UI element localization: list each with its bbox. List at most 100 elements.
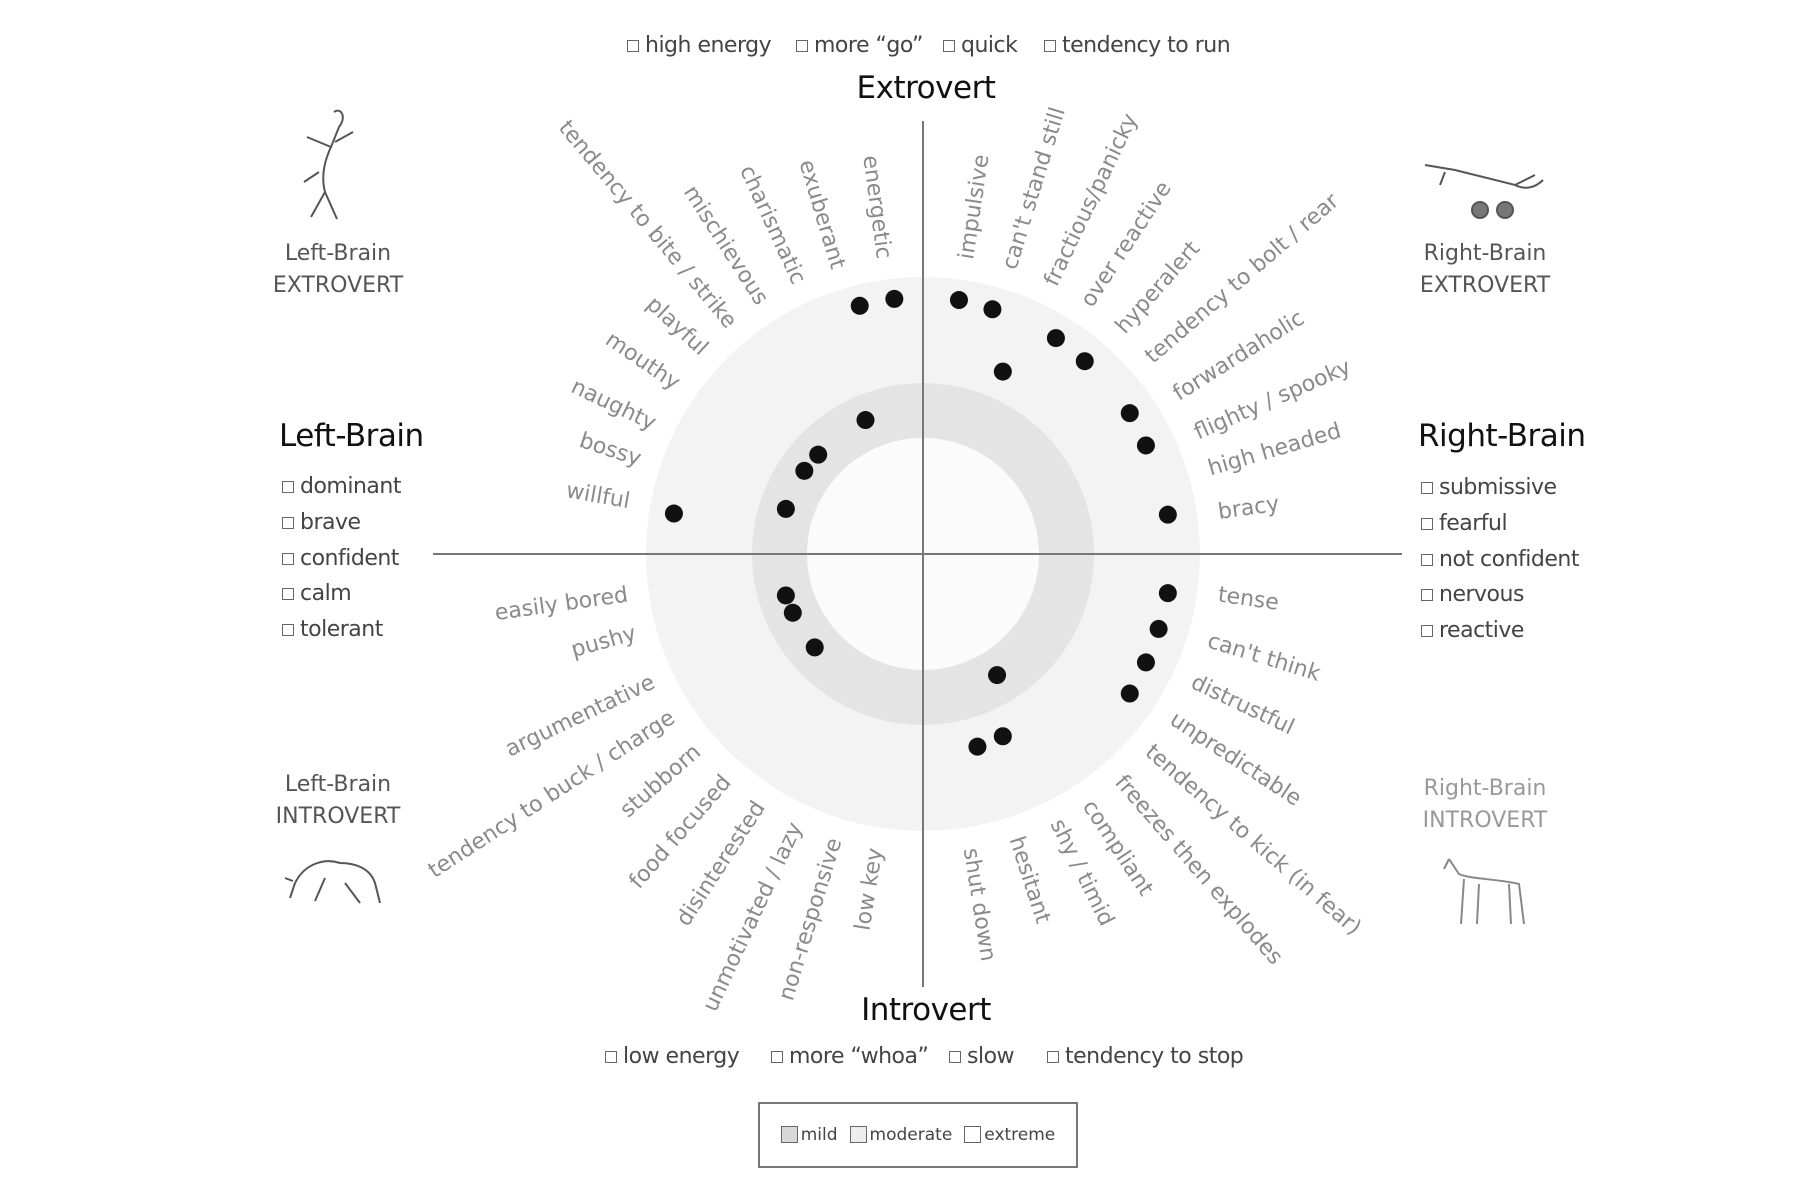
corner-line: Left-Brain <box>284 241 392 266</box>
legend-moderate: moderate <box>849 1125 953 1145</box>
trait-label: willful <box>564 478 632 514</box>
trait-marker-dot <box>805 638 824 657</box>
option-submissive[interactable]: submissive <box>1421 475 1557 500</box>
option-label: more “go” <box>814 33 923 58</box>
option-label: fearful <box>1439 511 1508 536</box>
trait-marker-dot <box>1149 619 1168 638</box>
checkbox-icon[interactable] <box>1421 624 1433 637</box>
option-label: tendency to run <box>1062 33 1231 58</box>
checkbox-icon[interactable] <box>627 39 639 52</box>
legend-label: extreme <box>984 1125 1056 1145</box>
trait-label: naughty <box>567 374 660 436</box>
legend-label: moderate <box>869 1125 953 1145</box>
corner-line: INTROVERT <box>275 804 401 829</box>
trait-marker-dot <box>856 411 875 430</box>
extrovert-title: Extrovert <box>856 70 996 106</box>
checkbox-icon[interactable] <box>282 516 294 529</box>
left-extrovert-horse-icon <box>303 109 354 220</box>
trait-marker-dot <box>850 296 869 315</box>
trait-label: energetic <box>857 154 896 260</box>
legend-label: mild <box>800 1125 838 1145</box>
option-label: tolerant <box>300 617 383 642</box>
left-introvert-horse-icon <box>284 860 381 904</box>
trait-label: impulsive <box>954 153 994 261</box>
trait-label: hesitant <box>1004 833 1056 926</box>
checkbox-icon[interactable] <box>771 1050 783 1063</box>
checkbox-icon[interactable] <box>1421 553 1433 566</box>
trait-marker-dot <box>664 504 683 523</box>
trait-label: can't think <box>1204 629 1323 687</box>
checkbox-icon[interactable] <box>1047 1050 1059 1063</box>
option-more-go[interactable]: more “go” <box>796 33 923 58</box>
trait-label: easily bored <box>493 583 629 626</box>
right-extrovert-horse-icon <box>1424 164 1544 219</box>
option-confident[interactable]: confident <box>282 546 399 571</box>
checkbox-icon[interactable] <box>796 39 808 52</box>
checkbox-icon[interactable] <box>1421 481 1433 494</box>
checkbox-icon[interactable] <box>282 623 294 636</box>
checkbox-icon[interactable] <box>1421 588 1433 601</box>
option-label: submissive <box>1439 475 1557 500</box>
trait-marker-dot <box>783 603 802 622</box>
trait-marker-dot <box>1136 436 1155 455</box>
swatch-icon <box>849 1126 867 1143</box>
option-tolerant[interactable]: tolerant <box>282 617 383 642</box>
corner-line: Right-Brain <box>1423 776 1547 801</box>
trait-marker-dot <box>1075 352 1094 371</box>
trait-marker-dot <box>1158 505 1177 524</box>
corner-line: Left-Brain <box>284 772 392 797</box>
trait-marker-dot <box>968 737 987 756</box>
option-brave[interactable]: brave <box>282 510 361 535</box>
checkbox-icon[interactable] <box>282 480 294 493</box>
option-calm[interactable]: calm <box>282 581 352 606</box>
option-label: reactive <box>1439 618 1524 643</box>
option-label: not confident <box>1439 547 1579 572</box>
option-reactive[interactable]: reactive <box>1421 618 1524 643</box>
option-label: calm <box>300 581 352 606</box>
option-tendency-to-stop[interactable]: tendency to stop <box>1047 1044 1244 1069</box>
legend: mild moderate extreme <box>758 1102 1078 1168</box>
option-label: tendency to stop <box>1065 1044 1244 1069</box>
checkbox-icon[interactable] <box>282 552 294 565</box>
trait-marker-dot <box>809 445 828 464</box>
trait-marker-dot <box>1120 684 1139 703</box>
trait-marker-dot <box>993 727 1012 746</box>
corner-line: Right-Brain <box>1423 241 1547 266</box>
option-fearful[interactable]: fearful <box>1421 511 1508 536</box>
checkbox-icon[interactable] <box>282 587 294 600</box>
checkbox-icon[interactable] <box>1044 39 1056 52</box>
option-high-energy[interactable]: high energy <box>627 33 772 58</box>
trait-marker-dot <box>988 666 1007 685</box>
legend-extreme: extreme <box>964 1125 1055 1145</box>
checkbox-icon[interactable] <box>949 1050 961 1063</box>
trait-marker-dot <box>1158 584 1177 603</box>
option-label: high energy <box>645 33 772 58</box>
option-nervous[interactable]: nervous <box>1421 582 1524 607</box>
checkbox-icon[interactable] <box>1421 517 1433 530</box>
option-tendency-to-run[interactable]: tendency to run <box>1044 33 1231 58</box>
option-quick[interactable]: quick <box>943 33 1018 58</box>
option-label: more “whoa” <box>789 1044 929 1069</box>
option-more-whoa[interactable]: more “whoa” <box>771 1044 929 1069</box>
checkbox-icon[interactable] <box>605 1050 617 1063</box>
trait-marker-dot <box>776 499 795 518</box>
option-dominant[interactable]: dominant <box>282 474 401 499</box>
option-low-energy[interactable]: low energy <box>605 1044 740 1069</box>
option-label: quick <box>961 33 1018 58</box>
corner-line: INTROVERT <box>1422 808 1548 833</box>
trait-marker-dot <box>1136 653 1155 672</box>
trait-label: shut down <box>958 846 1001 963</box>
trait-marker-dot <box>993 362 1012 381</box>
option-not-confident[interactable]: not confident <box>1421 547 1579 572</box>
checkbox-icon[interactable] <box>943 39 955 52</box>
right-brain-title: Right-Brain <box>1418 418 1586 454</box>
option-label: low energy <box>623 1044 740 1069</box>
option-slow[interactable]: slow <box>949 1044 1015 1069</box>
trait-label: low key <box>851 846 889 932</box>
swatch-icon <box>964 1126 982 1143</box>
